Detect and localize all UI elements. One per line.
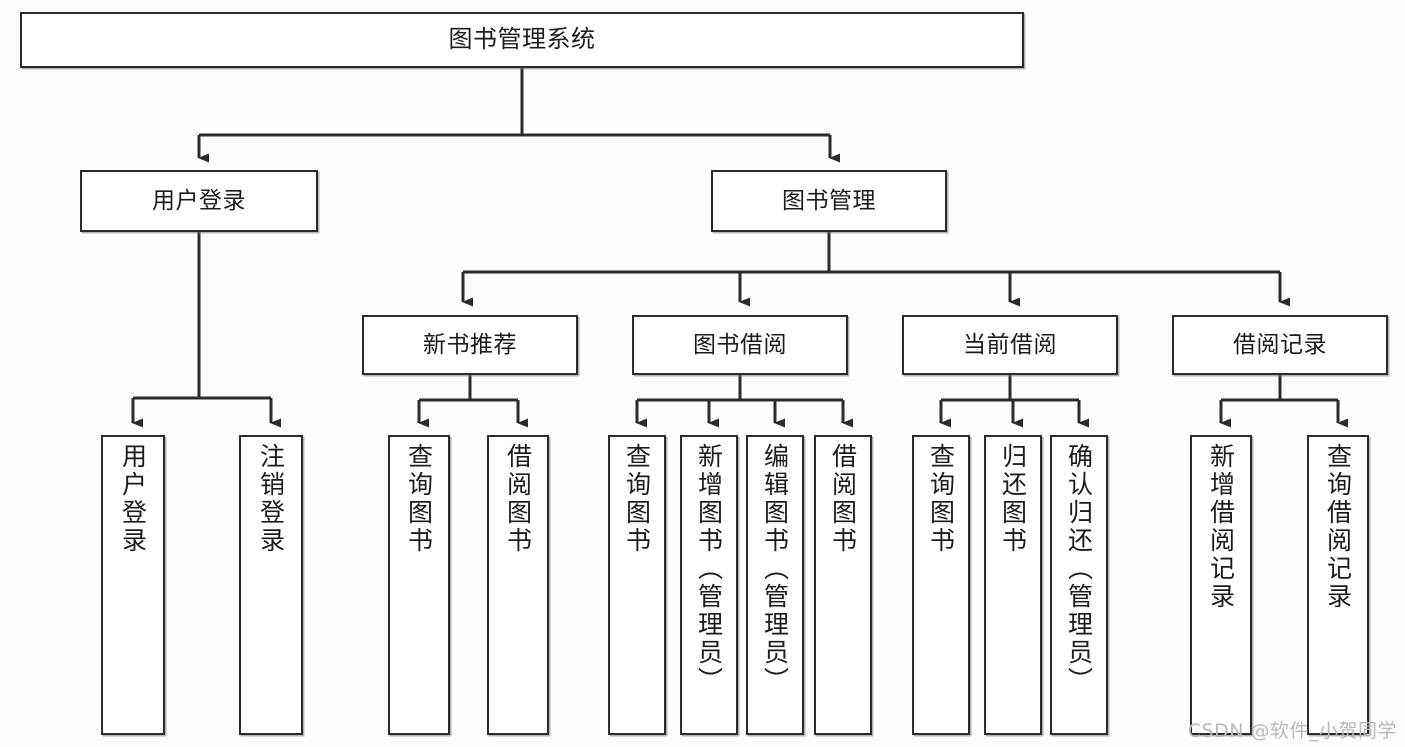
node-leaf-edit-book-admin[interactable]: 编辑图书（管理员） — [746, 435, 804, 735]
node-new-book-recommend-label: 新书推荐 — [423, 331, 517, 358]
node-leaf-return-book[interactable]: 归还图书 — [984, 435, 1042, 735]
node-leaf-user-login-label: 用户登录 — [118, 443, 148, 555]
node-root[interactable]: 图书管理系统 — [20, 12, 1024, 68]
node-leaf-add-book-admin[interactable]: 新增图书（管理员） — [680, 435, 738, 735]
node-leaf-query-borrow-record-label: 查询借阅记录 — [1323, 443, 1353, 611]
node-book-manage-label: 图书管理 — [782, 187, 876, 214]
node-leaf-query-borrow-record[interactable]: 查询借阅记录 — [1307, 435, 1369, 735]
node-leaf-add-borrow-record-label: 新增借阅记录 — [1206, 443, 1236, 611]
node-leaf-borrow-book-2-label: 借阅图书 — [828, 443, 858, 555]
node-leaf-user-login[interactable]: 用户登录 — [101, 435, 165, 735]
node-leaf-borrow-book-2[interactable]: 借阅图书 — [814, 435, 872, 735]
node-new-book-recommend[interactable]: 新书推荐 — [362, 315, 578, 375]
csdn-watermark: CSDN @软件_小贺同学 — [1187, 720, 1397, 742]
node-leaf-user-logout-label: 注销登录 — [256, 443, 286, 555]
node-user-login[interactable]: 用户登录 — [80, 170, 318, 232]
node-leaf-query-book-3-label: 查询图书 — [926, 443, 956, 555]
node-root-label: 图书管理系统 — [448, 25, 596, 54]
node-user-login-label: 用户登录 — [152, 187, 246, 214]
node-borrow-record-label: 借阅记录 — [1233, 331, 1327, 358]
node-book-borrow-label: 图书借阅 — [693, 331, 787, 358]
node-current-borrow-label: 当前借阅 — [963, 331, 1057, 358]
node-leaf-borrow-book-1-label: 借阅图书 — [503, 443, 533, 555]
node-leaf-user-logout[interactable]: 注销登录 — [239, 435, 303, 735]
node-borrow-record[interactable]: 借阅记录 — [1172, 315, 1388, 375]
node-leaf-query-book-1[interactable]: 查询图书 — [388, 435, 450, 735]
node-leaf-query-book-3[interactable]: 查询图书 — [912, 435, 970, 735]
node-leaf-add-book-admin-label: 新增图书（管理员） — [694, 443, 724, 695]
node-leaf-add-borrow-record[interactable]: 新增借阅记录 — [1190, 435, 1252, 735]
node-book-manage[interactable]: 图书管理 — [711, 170, 947, 232]
node-leaf-query-book-2-label: 查询图书 — [622, 443, 652, 555]
node-current-borrow[interactable]: 当前借阅 — [902, 315, 1118, 375]
node-leaf-edit-book-admin-label: 编辑图书（管理员） — [760, 443, 790, 695]
node-leaf-query-book-1-label: 查询图书 — [404, 443, 434, 555]
node-leaf-borrow-book-1[interactable]: 借阅图书 — [487, 435, 549, 735]
node-leaf-query-book-2[interactable]: 查询图书 — [608, 435, 666, 735]
node-leaf-confirm-return[interactable]: 确认归还（管理员） — [1050, 435, 1108, 735]
node-book-borrow[interactable]: 图书借阅 — [632, 315, 848, 375]
node-leaf-confirm-return-label: 确认归还（管理员） — [1064, 443, 1094, 695]
node-leaf-return-book-label: 归还图书 — [998, 443, 1028, 555]
